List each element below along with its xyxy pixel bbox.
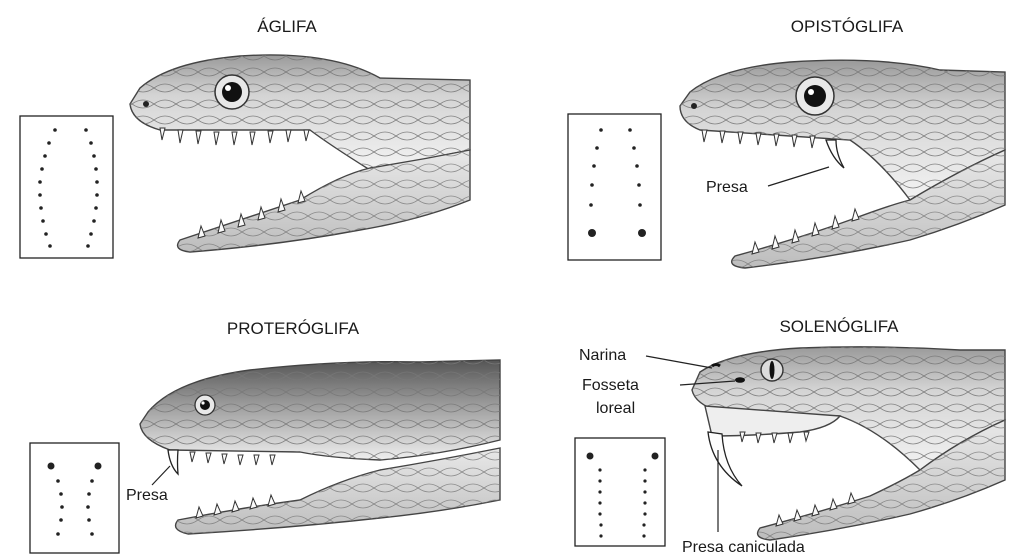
- label-presa-proteroglifa: Presa: [126, 487, 168, 504]
- leader-line-presa-opistoglifa: [768, 167, 829, 186]
- loreal-pit-icon: [735, 377, 745, 383]
- label-narina: Narina: [579, 347, 626, 364]
- panel-proteroglifa: PROTERÓGLIFA Presa: [30, 319, 500, 553]
- leader-line-narina: [646, 356, 712, 368]
- dentition-diagram-proteroglifa: [30, 443, 119, 553]
- dentition-diagram-opistoglifa: [568, 114, 661, 260]
- rear-fang-opistoglifa: [826, 140, 844, 168]
- panel-title-opistoglifa: OPISTÓGLIFA: [791, 17, 904, 36]
- panel-aglifa: ÁGLIFA: [20, 17, 470, 258]
- snake-head-opistoglifa: [680, 60, 1005, 268]
- eye-icon: [761, 359, 783, 381]
- upper-teeth-proteroglifa: [190, 452, 275, 465]
- hollow-fang-solenoglifa: [708, 432, 742, 486]
- label-presa-caniculada: Presa caniculada: [682, 539, 805, 556]
- panel-title-solenoglifa: SOLENÓGLIFA: [779, 317, 899, 336]
- panel-title-aglifa: ÁGLIFA: [257, 17, 317, 36]
- snake-head-aglifa: [130, 55, 470, 252]
- label-fosseta: Fosseta: [582, 377, 639, 394]
- label-presa-opistoglifa: Presa: [706, 179, 748, 196]
- snake-head-proteroglifa: [140, 360, 500, 534]
- leader-line-presa-proteroglifa: [152, 466, 170, 485]
- eye-icon: [215, 75, 249, 109]
- nostril-icon: [712, 365, 720, 367]
- dentition-diagram-solenoglifa: [575, 438, 665, 546]
- panel-solenoglifa: SOLENÓGLIFA Narina: [575, 317, 1005, 556]
- eye-icon: [796, 77, 834, 115]
- front-fang-proteroglifa: [168, 450, 178, 474]
- label-loreal: loreal: [596, 400, 635, 417]
- eye-icon: [195, 395, 215, 415]
- panel-title-proteroglifa: PROTERÓGLIFA: [227, 319, 360, 338]
- dentition-diagram-aglifa: [20, 116, 113, 258]
- snake-head-solenoglifa: [692, 347, 1005, 540]
- panel-opistoglifa: OPISTÓGLIFA Presa: [568, 17, 1005, 268]
